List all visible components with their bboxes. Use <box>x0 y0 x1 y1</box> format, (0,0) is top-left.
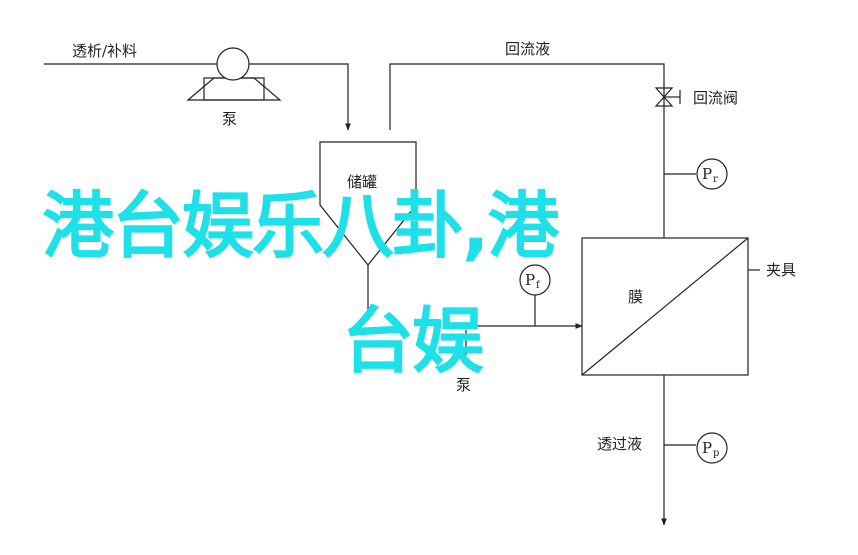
pressure-p-sub: p <box>713 448 719 459</box>
pressure-r-icon <box>696 158 728 190</box>
permeate-label: 透过液 <box>597 435 642 453</box>
pressure-p-main: P <box>702 439 712 457</box>
feed-label: 透析/补料 <box>72 42 137 60</box>
recycle-valve-icon <box>654 87 681 107</box>
tank-icon <box>319 141 417 266</box>
membrane-label: 膜 <box>628 288 643 306</box>
pressure-f-sub: f <box>536 280 541 291</box>
pump2-label: 泵 <box>456 376 471 394</box>
pressure-r-main: P <box>702 165 712 183</box>
overlay-text-line1: 港台娱乐八卦,港 <box>42 184 559 268</box>
recycle-liquid-label: 回流液 <box>505 40 550 58</box>
pressure-f-icon <box>519 264 551 296</box>
pump1-icon <box>186 47 282 101</box>
pump1-label: 泵 <box>222 110 237 128</box>
tank-label: 储罐 <box>347 173 377 191</box>
overlay-text-line2: 台娱 <box>342 299 484 383</box>
membrane-icon <box>581 237 749 376</box>
feed-line <box>44 63 351 131</box>
recycle-valve-label: 回流阀 <box>693 89 738 107</box>
pressure-f-main: P <box>525 271 535 289</box>
pressure-r-sub: r <box>713 174 718 185</box>
pressure-p-icon <box>696 432 728 464</box>
clamp-label: 夹具 <box>766 261 796 279</box>
recycle-line-down <box>389 63 665 230</box>
